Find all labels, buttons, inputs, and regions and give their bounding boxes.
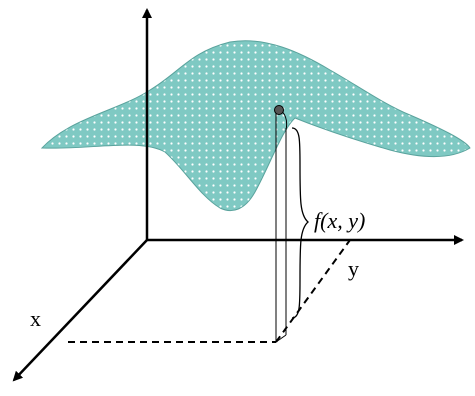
function-label: f(x, y) [314,208,365,233]
surface-point [274,105,284,115]
projection-line-y [275,239,351,343]
y-axis-label: y [348,256,359,281]
height-line-base [275,334,287,343]
function-brace [291,127,309,319]
function-surface [40,40,471,212]
x-axis-label: x [30,306,41,331]
x-axis [12,239,148,382]
